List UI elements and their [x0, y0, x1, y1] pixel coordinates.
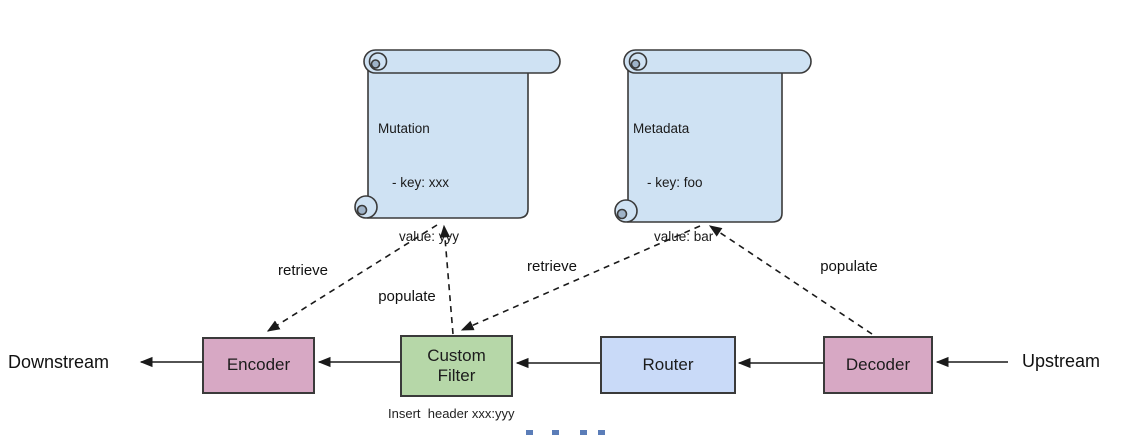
scroll-body [367, 69, 529, 219]
edge-label-retrieve-filter: retrieve [526, 258, 578, 275]
node-label: Custom Filter [427, 345, 486, 385]
clipped-text-fragments [526, 430, 605, 435]
node-label: Router [642, 354, 694, 374]
note-title: Mutation [378, 121, 430, 136]
node-encoder: Encoder [202, 337, 315, 394]
scroll-top-roll [623, 49, 812, 74]
mutation-scroll-shape [354, 49, 561, 219]
note-key-line: - key: foo [647, 175, 703, 190]
metadata-note-text: Metadata - key: foo value: bar [633, 84, 713, 282]
scroll-bottom-curl-core [356, 204, 368, 216]
node-custom-filter: Custom Filter [400, 335, 513, 397]
edge-label-populate-mutation: populate [378, 288, 436, 305]
edge-label-populate-metadata: populate [820, 258, 878, 275]
filter-caption: Insert header xxx:yyy [388, 406, 515, 421]
scroll-bottom-curl-core [616, 208, 628, 220]
upstream-label: Upstream [1022, 351, 1101, 371]
scroll-top-roll [363, 49, 561, 74]
note-value-line: value: bar [654, 229, 714, 244]
edge-populate-decoder-to-metadata [708, 225, 873, 335]
downstream-label: Downstream [8, 352, 110, 372]
node-router: Router [600, 336, 736, 394]
scroll-top-spiral-core [630, 59, 641, 69]
edge-label-retrieve-encoder: retrieve [277, 262, 329, 279]
mutation-note-text: Mutation - key: xxx value: yyy [378, 84, 459, 282]
edge-populate-filter-to-mutation [439, 224, 454, 335]
scroll-body [627, 69, 783, 223]
node-label: Encoder [226, 355, 291, 375]
note-value-line: value: yyy [399, 229, 460, 244]
note-title: Metadata [633, 121, 690, 136]
node-decoder: Decoder [823, 336, 933, 394]
scroll-top-spiral-core [370, 59, 381, 69]
edge-retrieve-mutation-to-encoder [266, 224, 438, 332]
metadata-scroll-shape [614, 49, 812, 223]
note-key-line: - key: xxx [392, 175, 450, 190]
node-label: Decoder [845, 354, 911, 374]
